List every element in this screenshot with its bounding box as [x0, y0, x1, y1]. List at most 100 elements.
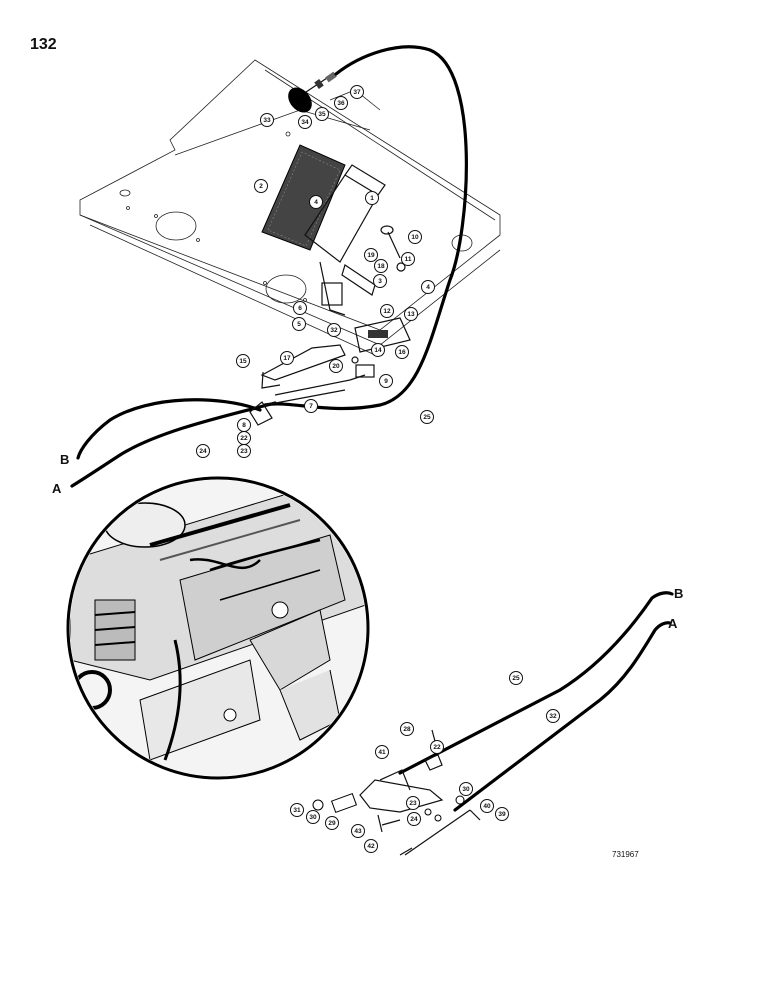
upper-callout-1: 1 [365, 191, 379, 205]
callout-number: 32 [549, 713, 557, 720]
callout-number: 29 [328, 820, 336, 827]
lower-callout-22: 22 [430, 740, 444, 754]
upper-callout-12: 12 [380, 304, 394, 318]
callout-circle [371, 343, 385, 357]
figure-code: 731967 [612, 850, 639, 859]
callout-number: 28 [403, 726, 411, 733]
callout-number: 33 [263, 117, 271, 124]
upper-callout-36: 36 [334, 96, 348, 110]
upper-callout-35: 35 [315, 107, 329, 121]
upper-callout-22: 22 [237, 431, 251, 445]
floor-mat [261, 144, 346, 251]
callout-circle [404, 307, 418, 321]
callout-circle [293, 301, 307, 315]
lower-callout-43: 43 [351, 824, 365, 838]
upper-callout-15: 15 [236, 354, 250, 368]
callout-number: 20 [332, 363, 340, 370]
callout-circle [334, 96, 348, 110]
cable-label-a-lower: A [668, 616, 678, 631]
cable-a-upper [70, 401, 277, 488]
callout-number: 32 [330, 327, 338, 334]
callout-number: 12 [383, 308, 391, 315]
cable-label-b-lower: B [674, 586, 683, 601]
cable-25-lower [398, 591, 674, 775]
callout-circle [304, 399, 318, 413]
upper-callout-4: 4 [421, 280, 435, 294]
callout-circle [351, 824, 365, 838]
lower-bracket [312, 729, 481, 856]
callout-circle [373, 274, 387, 288]
upper-callout-4: 4 [309, 195, 323, 209]
callout-circle [325, 816, 339, 830]
upper-callout-32: 32 [327, 323, 341, 337]
callout-number: 6 [298, 305, 302, 312]
callout-circle [380, 304, 394, 318]
callout-circle [280, 351, 294, 365]
callout-number: 4 [314, 199, 318, 206]
callout-number: 35 [318, 111, 326, 118]
callout-number: 31 [293, 807, 301, 814]
lower-callout-31: 31 [290, 803, 304, 817]
lower-callout-28: 28 [400, 722, 414, 736]
callout-number: 22 [433, 744, 441, 751]
callout-number: 19 [367, 252, 375, 259]
callout-number: 25 [512, 675, 520, 682]
callout-circle [306, 810, 320, 824]
callout-circle [495, 807, 509, 821]
lower-callout-23: 23 [406, 796, 420, 810]
callout-circle [375, 745, 389, 759]
callout-number: 11 [405, 256, 412, 263]
upper-callout-2: 2 [254, 179, 268, 193]
upper-callout-20: 20 [329, 359, 343, 373]
callout-circle [365, 191, 379, 205]
callout-circle [237, 444, 251, 458]
upper-callout-8: 8 [237, 418, 251, 432]
callout-circle [408, 230, 422, 244]
callout-number: 18 [377, 263, 385, 270]
upper-callout-23: 23 [237, 444, 251, 458]
cable-label-a-upper: A [52, 481, 62, 496]
upper-callout-18: 18 [374, 259, 388, 273]
callout-circle [196, 444, 210, 458]
upper-callout-25: 25 [420, 410, 434, 424]
callout-number: 30 [462, 786, 470, 793]
lower-callout-30: 30 [459, 782, 473, 796]
callout-number: 24 [199, 448, 207, 455]
callout-circle [400, 722, 414, 736]
callout-number: 13 [407, 311, 415, 318]
callout-number: 23 [240, 448, 248, 455]
upper-callout-5: 5 [292, 317, 306, 331]
callout-number: 10 [411, 234, 419, 241]
callout-circle [546, 709, 560, 723]
page-number: 132 [30, 36, 57, 53]
callout-number: 43 [354, 828, 362, 835]
callout-number: 15 [239, 358, 247, 365]
callout-circle [309, 195, 323, 209]
callout-number: 22 [240, 435, 248, 442]
callout-number: 40 [483, 803, 491, 810]
callout-number: 24 [410, 816, 418, 823]
callout-number: 4 [426, 284, 430, 291]
upper-callout-16: 16 [395, 345, 409, 359]
lower-callout-24: 24 [407, 812, 421, 826]
hand-throttle-knob [288, 71, 337, 113]
callout-circle [290, 803, 304, 817]
upper-callout-9: 9 [379, 374, 393, 388]
callout-number: 8 [242, 422, 246, 429]
upper-callout-14: 14 [371, 343, 385, 357]
callout-circle [374, 259, 388, 273]
callout-number: 39 [498, 811, 506, 818]
cable-32-lower [453, 621, 672, 812]
callout-number: 30 [309, 814, 317, 821]
upper-callout-3: 3 [373, 274, 387, 288]
callout-number: 34 [301, 119, 309, 126]
lower-callout-32: 32 [546, 709, 560, 723]
engine-inset [66, 476, 370, 780]
upper-callout-24: 24 [196, 444, 210, 458]
callout-circle [327, 323, 341, 337]
callout-number: 25 [423, 414, 431, 421]
upper-callout-11: 11 [401, 252, 415, 266]
